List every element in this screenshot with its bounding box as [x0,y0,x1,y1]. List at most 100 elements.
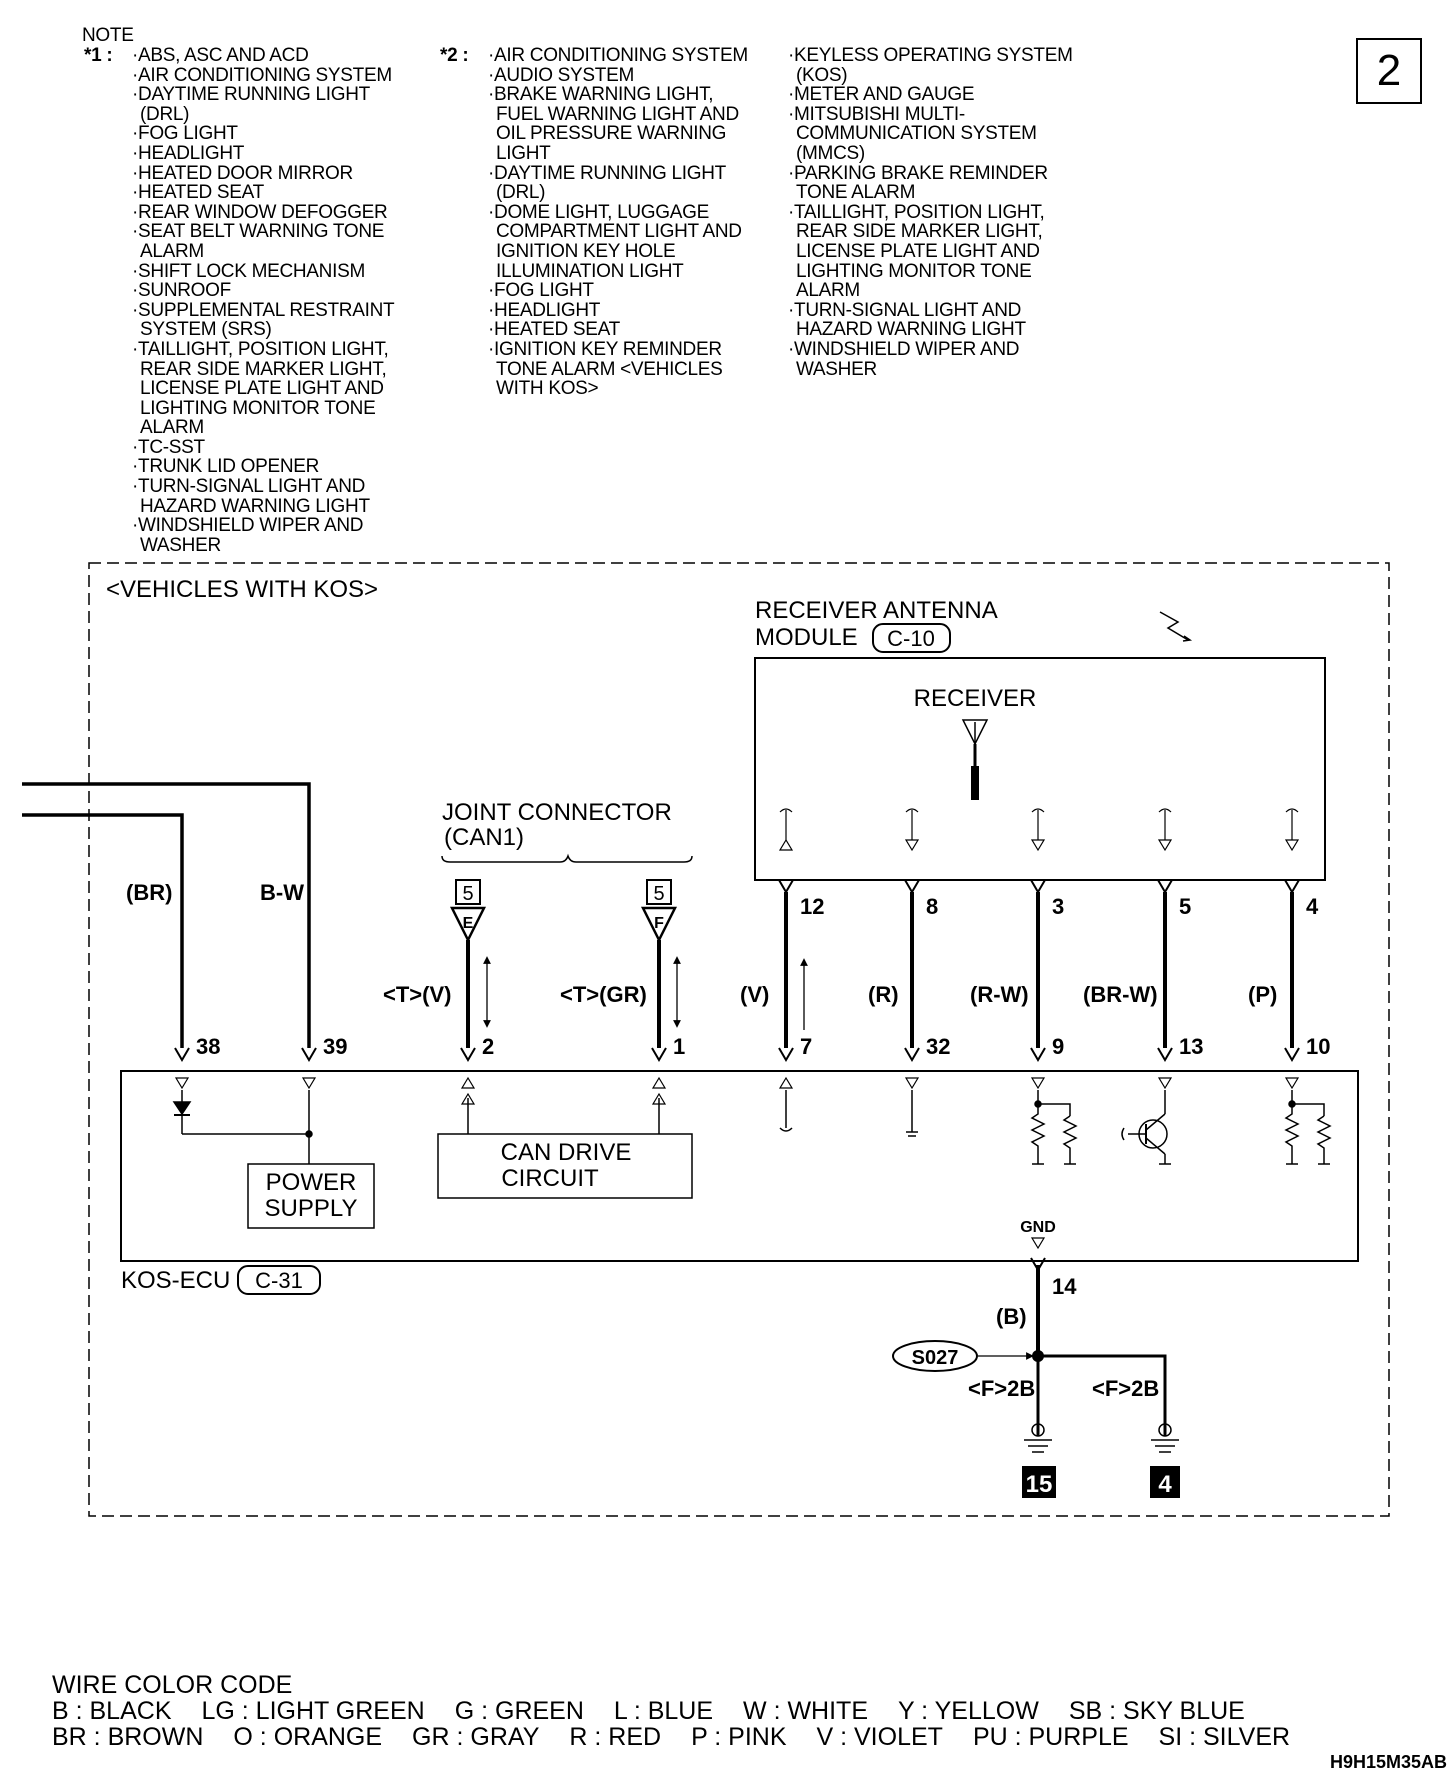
note-group-1: *1 : ·ABS, ASC AND ACD·AIR CONDITIONING … [84,46,418,555]
legend-entry: SI : SILVER [1158,1723,1291,1751]
ecu-connector: C-31 [255,1268,303,1293]
note-item: ·FOG LIGHT [488,280,594,302]
terminal-triangle [1157,1077,1173,1090]
legend-entry: L : BLUE [613,1697,714,1725]
terminal-triangle [778,1076,794,1089]
module-terminal-lead [1031,808,1045,840]
wire-color-labels: (BR) B-W <T>(V) <T>(GR) (V) (R) (R-W) (B… [126,880,1277,1007]
connector-fork [1157,1047,1173,1062]
kos-frame [88,562,1390,1517]
pin-numbers: 38 39 2 1 7 32 9 13 10 12 8 3 5 4 14 [196,894,1330,1299]
joint-connector-label-2: (CAN1) [444,824,524,851]
ecu-pin-9: 9 [1052,1034,1064,1059]
kos-ecu-box [120,1070,1359,1262]
wire-color-v: (V) [740,982,769,1007]
terminal-triangle [904,839,920,852]
wire-br [22,813,184,1048]
note-group-1-list: ·ABS, ASC AND ACD·AIR CONDITIONING SYSTE… [128,46,418,555]
connector-fork [1030,879,1046,894]
terminal-triangle [1030,1077,1046,1090]
legend-entry: G : GREEN [454,1697,584,1725]
wire-group [22,782,1294,1436]
power-supply-box [247,1163,375,1229]
note-item: ·TAILLIGHT, POSITION LIGHT, REAR SIDE MA… [788,201,1045,302]
antenna-icon [961,719,989,800]
ecu-pin-2: 2 [482,1034,494,1059]
terminal-triangle [1284,839,1300,852]
radio-wave-icon [1159,611,1189,641]
note-group-3-list: ·KEYLESS OPERATING SYSTEM (KOS)·METER AN… [784,46,1074,379]
note-title: NOTE [82,25,134,46]
note-item: ·AUDIO SYSTEM [488,64,635,86]
module-pin-5: 5 [1179,894,1191,919]
note-item: ·FOG LIGHT [132,123,238,145]
connector-fork [904,1047,920,1062]
can-drive-label-1: CAN DRIVE [501,1139,632,1166]
wire-color-t-v: <T>(V) [383,982,451,1007]
note-item: ·HEADLIGHT [132,142,245,164]
note-item: ·TAILLIGHT, POSITION LIGHT, REAR SIDE MA… [132,338,389,439]
ground-wire-color: (B) [996,1304,1027,1329]
legend-entry: SB : SKY BLUE [1068,1697,1245,1725]
receiver-module-box [754,657,1326,881]
note-item: ·KEYLESS OPERATING SYSTEM (KOS) [788,45,1073,86]
terminal-symbols [174,808,1300,1250]
connector-fork [1284,1047,1300,1062]
note-item: ·METER AND GAUGE [788,84,975,106]
terminal-triangle [1030,1237,1046,1250]
page-number: 2 [1376,46,1402,95]
legend-entry: PU : PURPLE [972,1723,1129,1751]
can-drive-circuit-box [437,1133,693,1199]
gnd-label: GND [1020,1219,1056,1236]
ground-right-label: <F>2B [1092,1376,1159,1401]
legend-entry: W : WHITE [743,1697,869,1725]
frame-label: <VEHICLES WITH KOS> [106,576,378,603]
ground-point-15-label: 15 [1026,1471,1053,1498]
note-marker-1: *1 : [84,45,113,66]
note-group-2-list: ·AIR CONDITIONING SYSTEM·AUDIO SYSTEM·BR… [484,46,754,399]
svg-text:5: 5 [462,883,473,905]
wire-color-t-gr: <T>(GR) [560,982,647,1007]
receiver-label: RECEIVER [914,685,1037,712]
legend-entry: O : ORANGE [233,1723,383,1751]
ground-point-15 [1022,1466,1056,1498]
module-connector: C-10 [887,626,935,651]
page-number-box: 2 [1356,38,1422,104]
connector-fork [174,1047,190,1062]
connector-fork [460,1047,476,1062]
wire-color-br: (BR) [126,880,172,905]
wire-color-br-w: (BR-W) [1083,982,1158,1007]
module-label-1: RECEIVER ANTENNA [755,597,998,624]
connector-forks [174,879,1300,1272]
legend-entry: V : VIOLET [816,1723,943,1751]
note-item: ·PARKING BRAKE REMINDER TONE ALARM [788,162,1048,204]
module-terminal-lead [905,808,919,840]
ecu-pin-14: 14 [1052,1274,1077,1299]
ground-symbols [1024,1423,1179,1453]
note-item: ·MITSUBISHI MULTI-COMMUNICATION SYSTEM (… [788,103,1037,164]
joint-connector-label-1: JOINT CONNECTOR [442,799,672,826]
terminal-triangle [174,1077,190,1090]
wire-color-r-w: (R-W) [970,982,1029,1007]
terminal-triangle [1030,839,1046,852]
note-item: ·TC-SST [132,436,205,458]
note-item: ·TRUNK LID OPENER [132,456,320,478]
module-terminal-lead [779,808,793,840]
svg-text:F: F [654,915,664,932]
wire-color-p: (P) [1248,982,1277,1007]
ecu-pin-13: 13 [1179,1034,1203,1059]
note-item: ·HEATED SEAT [488,319,620,341]
wire-b-w [22,782,311,1048]
legend-title: WIRE COLOR CODE [52,1671,293,1699]
svg-text:E: E [463,915,474,932]
note-item: ·SUNROOF [132,280,231,302]
terminal-triangle [301,1077,317,1090]
legend-entry: B : BLACK [52,1697,172,1725]
connector-fork [1030,1257,1046,1272]
connector-fork [778,1047,794,1062]
terminal-triangle [778,838,794,851]
note-group-3: ·KEYLESS OPERATING SYSTEM (KOS)·METER AN… [784,46,1074,379]
ground-left-label: <F>2B [968,1376,1035,1401]
